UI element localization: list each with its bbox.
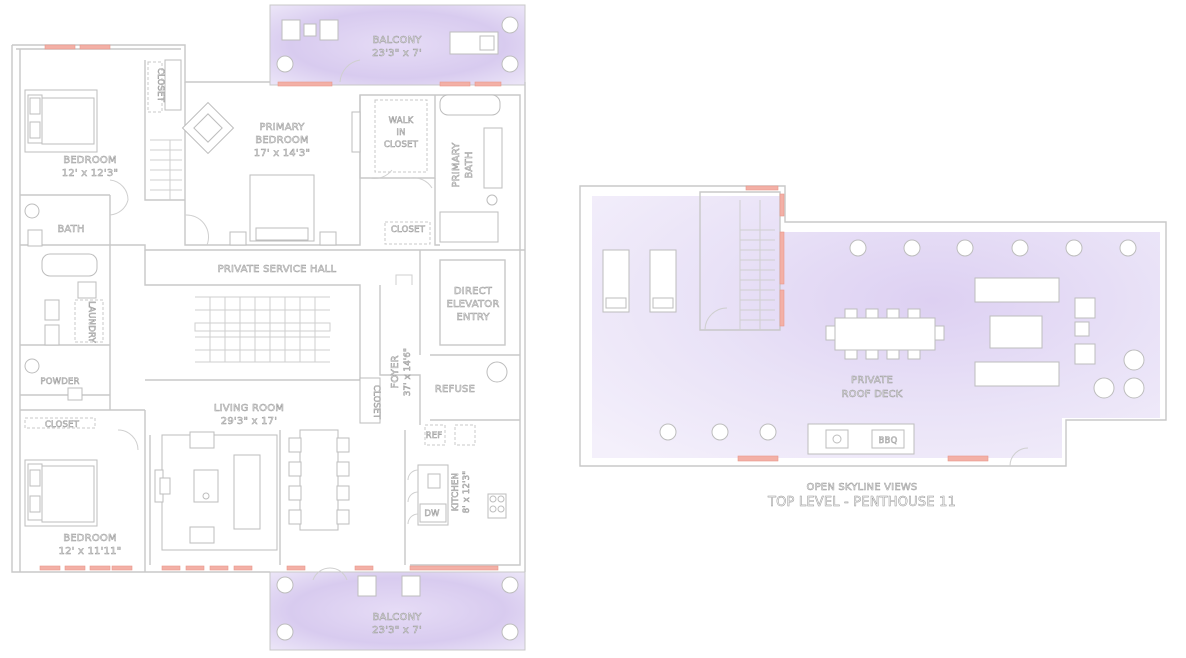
bedroom-1-label: BEDROOM	[63, 155, 117, 166]
primary-bedroom-label: PRIMARY	[259, 122, 305, 133]
closet-bedroom2-label: CLOSET	[45, 420, 80, 430]
skyline-views-label: OPEN SKYLINE VIEWS	[807, 482, 918, 493]
balcony-bottom-label: BALCONY	[372, 612, 422, 623]
primary-bath-label-1: PRIMARY	[451, 142, 462, 188]
ref-label: REF	[426, 431, 443, 441]
dw-label: DW	[424, 509, 440, 519]
living-room-size: 29'3" x 17'	[221, 416, 277, 427]
bedroom-2-size: 12' x 11'11"	[59, 546, 122, 557]
balcony-bottom-area	[269, 571, 526, 651]
walk-in-closet-label-1: WALK	[389, 116, 414, 126]
bedroom-2-label: BEDROOM	[63, 533, 117, 544]
main-level: BALCONY 23'3" x 7' CLOSET BEDROOM 12' x …	[11, 4, 526, 651]
top-level: PRIVATE ROOF DECK BBQ OPEN SKYLINE VIEWS…	[579, 185, 1167, 510]
foyer-size: 37' x 14'6"	[403, 348, 413, 396]
closet-bath-label: CLOSET	[391, 225, 426, 235]
primary-bath-label-2: BATH	[464, 151, 475, 178]
walk-in-closet-label-2: IN	[396, 128, 405, 138]
walk-in-closet-label-3: CLOSET	[384, 140, 419, 150]
balcony-top-size: 23'3" x 7'	[372, 48, 422, 59]
elevator-label-1: DIRECT	[454, 286, 493, 297]
private-service-hall-label: PRIVATE SERVICE HALL	[218, 264, 337, 275]
closet-top-left-label: CLOSET	[155, 68, 165, 103]
refuse-label: REFUSE	[435, 384, 475, 395]
primary-bedroom-size: 17' x 14'3"	[254, 148, 310, 159]
bbq-label: BBQ	[879, 436, 898, 446]
bedroom-1-size: 12' x 12'3"	[62, 168, 118, 179]
primary-bedroom-label-2: BEDROOM	[255, 135, 309, 146]
living-room-label: LIVING ROOM	[214, 403, 284, 414]
laundry-label: LAUNDRY	[86, 301, 96, 343]
elevator-label-3: ENTRY	[456, 312, 490, 323]
foyer-label: FOYER	[390, 355, 401, 388]
roof-deck-label-1: PRIVATE	[851, 375, 893, 386]
top-level-title: TOP LEVEL - PENTHOUSE 11	[767, 495, 956, 510]
elevator-label-2: ELEVATOR	[446, 299, 499, 310]
closet-foyer-label: CLOSET	[371, 385, 381, 420]
kitchen-label: KITCHEN	[451, 473, 461, 511]
balcony-top-label: BALCONY	[372, 35, 422, 46]
balcony-bottom-size: 23'3" x 7'	[372, 625, 422, 636]
roof-deck-label-2: ROOF DECK	[842, 389, 903, 400]
bath-label: BATH	[57, 224, 84, 235]
kitchen-size: 8' x 12'3"	[462, 471, 472, 514]
powder-label: POWDER	[40, 377, 79, 387]
